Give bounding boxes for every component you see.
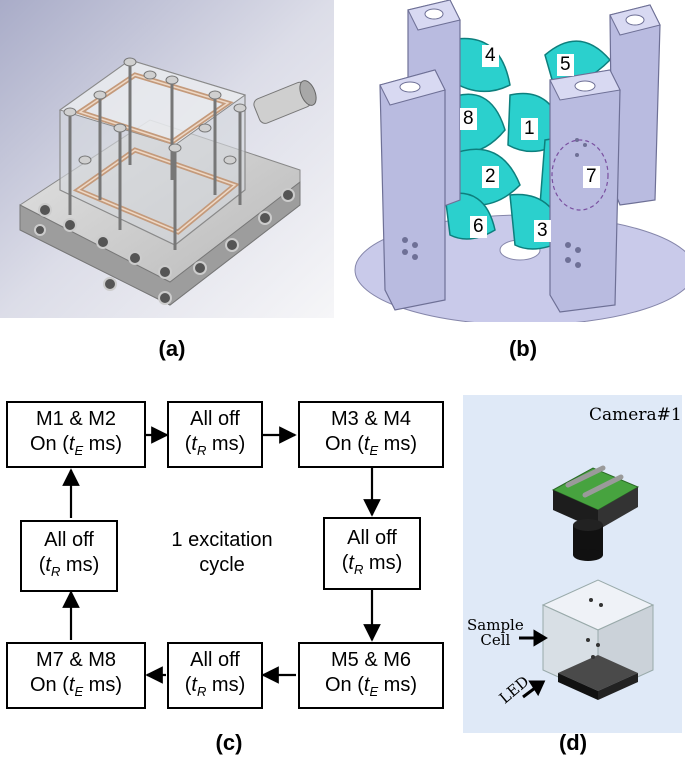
- panel-b-magnet-assembly-render: 4 5 8 1 2 7 6 3: [350, 0, 685, 326]
- flow-box-line2: (tR ms): [38, 554, 100, 579]
- flow-box-m1-m2: M1 & M2 On (tE ms): [6, 401, 146, 468]
- flow-box-all-off-3: All off (tR ms): [167, 642, 263, 709]
- magnet-assembly-render: [350, 0, 685, 326]
- magnet-label-4: 4: [482, 45, 499, 67]
- flow-box-line2: (tR ms): [184, 432, 246, 458]
- flow-box-line1: M3 & M4: [330, 407, 412, 430]
- flow-arrows: [62, 426, 381, 684]
- flow-box-line2: On (tE ms): [324, 673, 418, 699]
- flow-box-line1: All off: [190, 407, 240, 430]
- sample-cell-label: Sample Cell: [467, 616, 524, 649]
- flow-box-m3-m4: M3 & M4 On (tE ms): [298, 401, 444, 468]
- panel-d-optical-setup: Camera#1 Sample Cell LED: [463, 395, 682, 733]
- sample-cell-render: [0, 0, 334, 318]
- magnet-label-6: 6: [470, 216, 487, 238]
- magnet-label-5: 5: [557, 54, 574, 76]
- flow-box-m5-m6: M5 & M6 On (tE ms): [298, 642, 444, 709]
- flow-box-line2: On (tE ms): [324, 432, 418, 458]
- magnet-label-2: 2: [482, 166, 499, 188]
- cycle-center-label: 1 excitation cycle: [157, 528, 287, 578]
- camera-label: Camera#1: [589, 405, 682, 425]
- optical-setup-render: [519, 465, 655, 700]
- panel-c-excitation-cycle: M1 & M2 On (tE ms) All off (tR ms) M3 & …: [0, 390, 460, 710]
- flow-box-line2: On (tE ms): [29, 432, 123, 458]
- magnet-label-8: 8: [460, 108, 477, 130]
- flow-box-m7-m8: M7 & M8 On (tE ms): [6, 642, 146, 709]
- magnet-label-3: 3: [534, 220, 551, 242]
- cycle-label-line1: 1 excitation: [171, 529, 273, 551]
- flow-box-all-off-1: All off (tR ms): [167, 401, 263, 468]
- flow-box-line1: M7 & M8: [35, 648, 117, 671]
- cycle-label-line2: cycle: [199, 554, 245, 576]
- caption-c: (c): [215, 730, 243, 755]
- flow-box-line1: M5 & M6: [330, 648, 412, 671]
- caption-a: (a): [158, 336, 186, 361]
- caption-b: (b): [508, 336, 538, 361]
- flow-box-line1: All off: [190, 648, 240, 671]
- flow-box-line2: (tR ms): [184, 673, 246, 699]
- panel-a-sample-cell-render: [0, 0, 334, 318]
- flow-box-line1: All off: [347, 526, 397, 549]
- flow-box-line1: All off: [44, 529, 94, 551]
- magnet-label-7: 7: [583, 166, 600, 188]
- flow-box-line2: (tR ms): [341, 551, 403, 577]
- flow-box-all-off-4: All off (tR ms): [20, 520, 118, 592]
- flow-box-line2: On (tE ms): [29, 673, 123, 699]
- flow-box-all-off-2: All off (tR ms): [323, 517, 421, 590]
- magnet-label-1: 1: [521, 118, 538, 140]
- flow-box-line1: M1 & M2: [35, 407, 117, 430]
- caption-d: (d): [558, 730, 588, 755]
